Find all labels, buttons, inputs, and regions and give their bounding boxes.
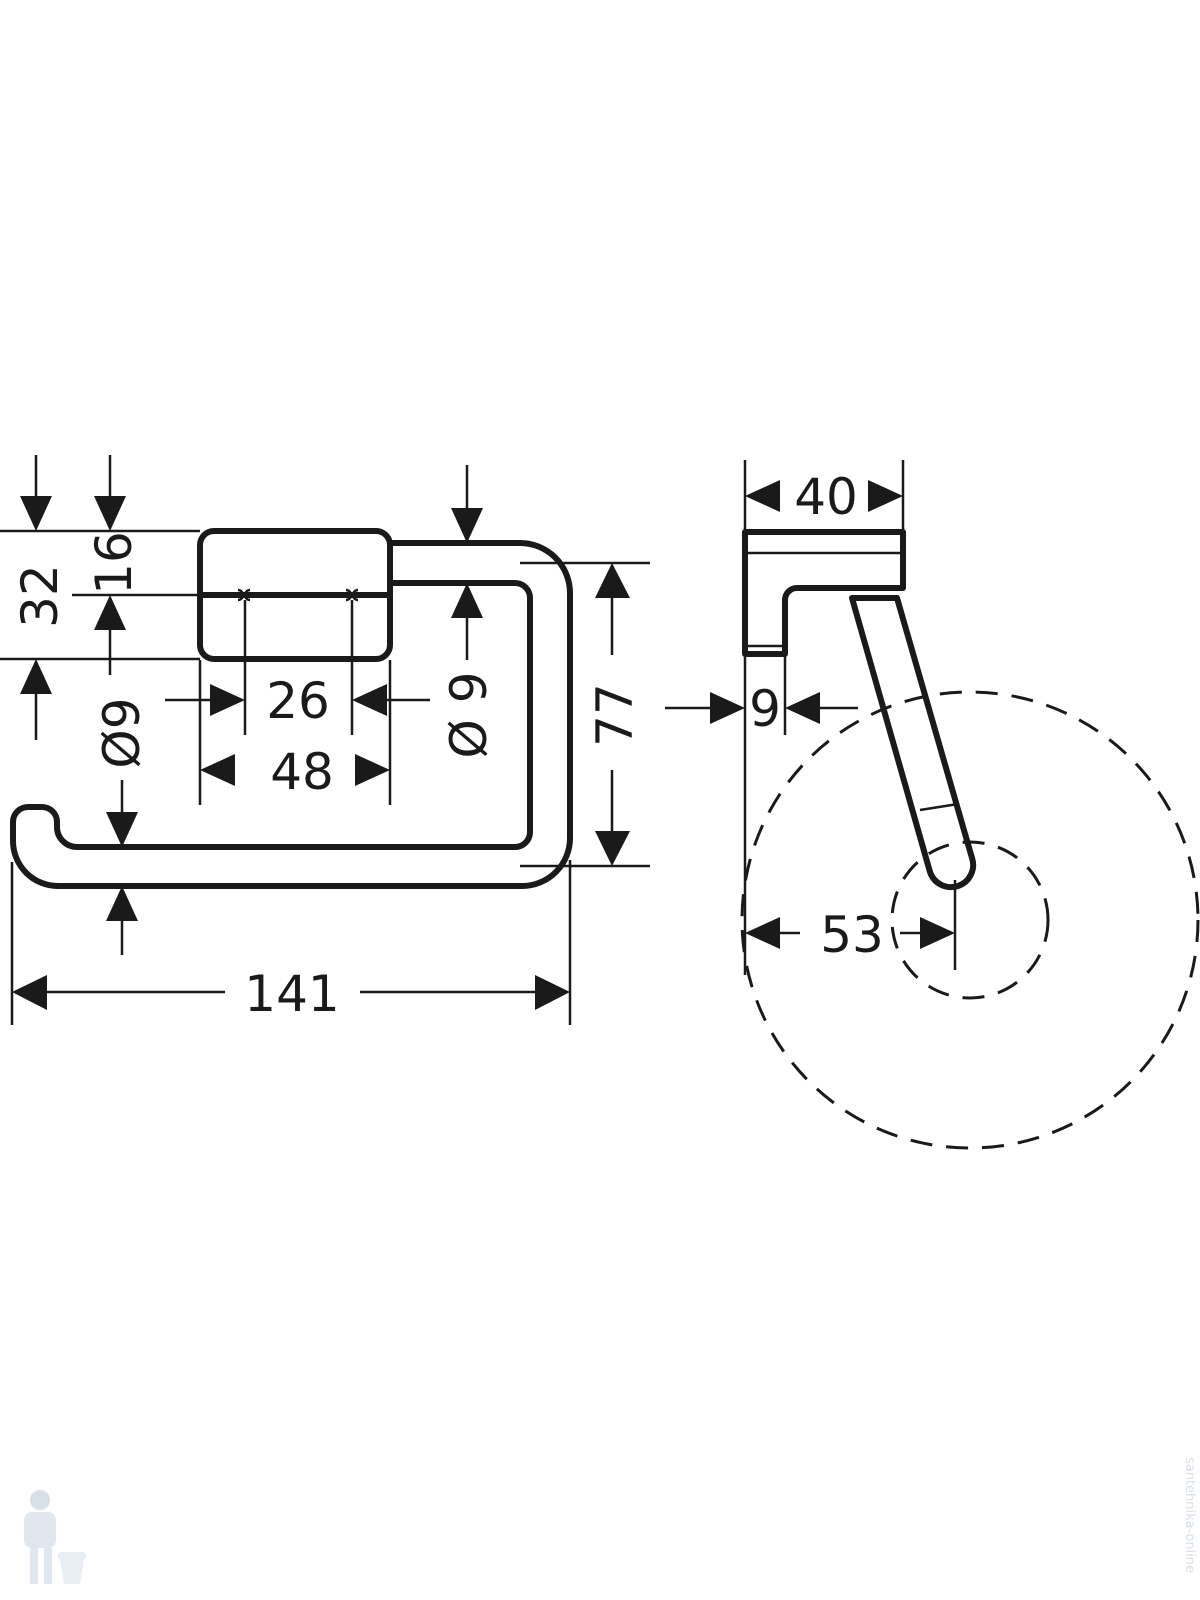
dim-mount-upper: 16 [85, 531, 143, 595]
paper-roll-outer [740, 690, 1200, 1150]
plumber-logo-icon [24, 1490, 86, 1584]
paper-roll-core [890, 840, 1050, 1000]
dim-overall-height: 77 [586, 683, 644, 747]
dim-side-plate: 9 [749, 680, 781, 738]
screw-hole-left [237, 588, 251, 602]
dim-mount-width: 48 [270, 743, 334, 801]
side-arm [849, 595, 977, 891]
screw-hole-right [345, 588, 359, 602]
side-mount [742, 529, 906, 657]
watermark: santehnika-online [24, 1457, 1197, 1584]
side-view: 40 9 53 [665, 460, 1200, 1150]
dim-overall-width: 141 [244, 965, 339, 1023]
watermark-text: santehnika-online [1182, 1457, 1197, 1573]
rod-outer [10, 540, 573, 889]
dim-mount-height: 32 [11, 564, 69, 628]
dim-roll-offset: 53 [820, 906, 884, 964]
front-view: 32 16 Ø9 Ø 9 77 26 48 [0, 455, 650, 1025]
dim-hole-spacing: 26 [266, 672, 330, 730]
dim-side-depth: 40 [794, 468, 858, 526]
dim-rod-diameter-left: Ø9 [93, 697, 151, 768]
dim-rod-diameter-right: Ø 9 [440, 671, 498, 758]
